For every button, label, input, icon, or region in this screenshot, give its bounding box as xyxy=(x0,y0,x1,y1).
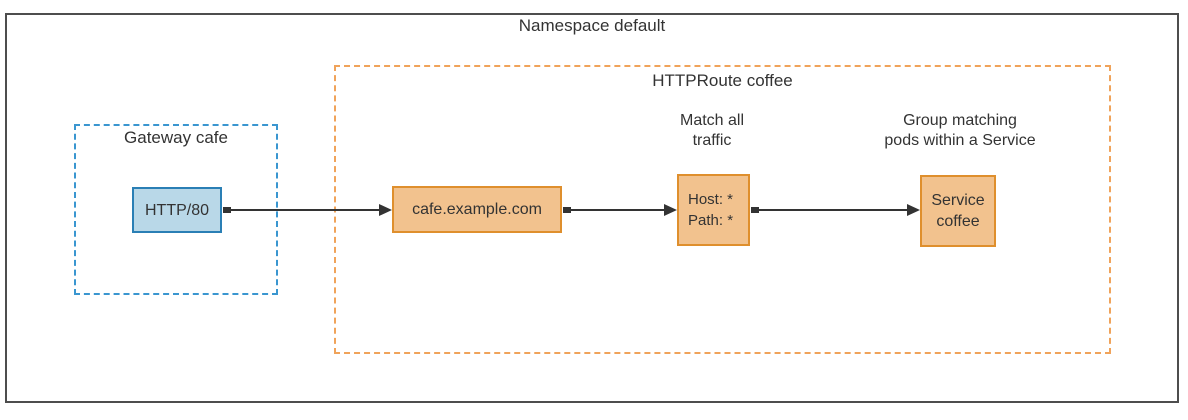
listener-node-http80: HTTP/80 xyxy=(132,187,222,233)
service-node: Service coffee xyxy=(920,175,996,247)
httproute-label: HTTPRoute coffee xyxy=(652,71,793,90)
match-rule-node: Host: * Path: * xyxy=(677,174,750,246)
arrow-match-to-service-head-icon xyxy=(907,204,920,216)
group-matching-pods-annotation: Group matching pods within a Service xyxy=(884,112,1036,149)
hostname-node: cafe.example.com xyxy=(392,186,562,233)
namespace-label: Namespace default xyxy=(518,16,666,35)
arrow-match-to-service-line xyxy=(751,209,908,211)
gateway-label: Gateway cafe xyxy=(124,128,228,147)
arrow-listener-to-hostname-head-icon xyxy=(379,204,392,216)
match-all-traffic-annotation: Match all traffic xyxy=(679,112,745,149)
arrow-hostname-to-match-line xyxy=(563,209,665,211)
arrow-listener-to-hostname-line xyxy=(223,209,381,211)
arrow-listener-to-hostname-stub xyxy=(223,207,231,213)
arrow-hostname-to-match-stub xyxy=(563,207,571,213)
arrow-match-to-service-stub xyxy=(751,207,759,213)
arrow-hostname-to-match-head-icon xyxy=(664,204,677,216)
